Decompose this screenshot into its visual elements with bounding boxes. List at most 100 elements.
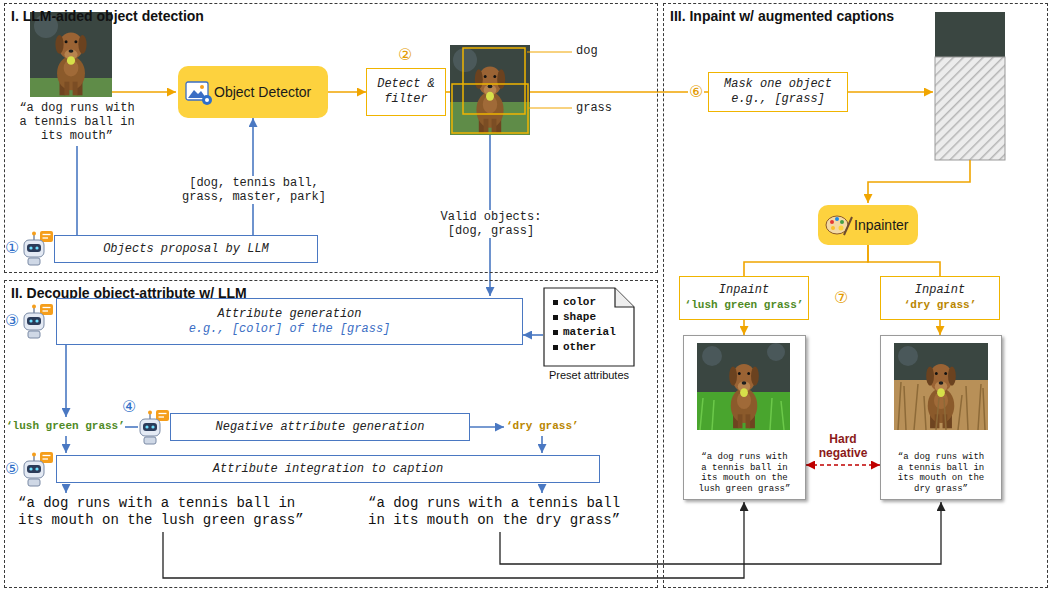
flow-line [446,91,450,93]
flow-line [65,436,67,453]
connector [523,334,543,336]
detector-icon [205,98,209,102]
inpainted-photo-dry [898,346,918,366]
llm-step-box: Objects proposal by LLM [54,235,318,263]
step-number: ④ [122,398,136,416]
panel-title: I. LLM-aided object detection [11,8,657,24]
detected-photo [475,67,505,134]
object-list: [dog, tennis ball, grass, master, park] [178,176,330,204]
llm-robot-icon [140,410,169,444]
flow-line [527,52,572,53]
augmented-caption: “a dog runs with a tennis ball in its mo… [18,495,313,529]
step-number: ② [398,46,412,64]
box-text: material [543,325,635,340]
flow-line [112,52,970,203]
panel: II. Decouple object-attribute w/ LLMAttr… [4,280,658,588]
inpainted-photo-lush [697,343,790,430]
connector [939,320,941,335]
flow-line [65,345,67,417]
box-text: Inpaint [719,283,769,298]
model-box: Object Detector [178,66,328,118]
panel: III. Inpaint w/ augmented captionsMask o… [663,3,1048,588]
detected-photo [453,48,477,72]
flow-line [541,484,543,493]
box-text: shape [543,310,635,325]
palette-icon [830,220,834,224]
inpainted-photo-dry [894,343,988,430]
box-text: Negative attribute generation [216,420,425,435]
box-text: Inpaint [915,283,965,298]
box-text: e.g., [grass] [731,92,825,107]
flow-line [76,146,78,235]
input-photo [30,12,112,97]
flow-line [112,91,176,93]
palette-icon [835,217,839,221]
step-number: ③ [5,312,19,330]
box-text: Object Detector [214,84,322,100]
llm-robot-icon [24,231,53,265]
box-text: other [543,340,635,355]
box-text: Mask one object [724,77,832,92]
step-number: ① [5,239,19,257]
process-box: Mask one objecte.g., [grass] [708,72,848,112]
process-box: Inpaint‘lush green grass’ [679,276,809,320]
step-number: ⑥ [688,83,704,101]
llm-step-box: Attribute generatione.g., [color] of the… [56,298,523,345]
model-shape [818,205,918,245]
flow-line [470,426,504,428]
flow-line [530,91,708,93]
connector [328,91,366,93]
palette-icon [839,226,844,231]
detected-photo [450,45,530,135]
flow-line [868,160,970,203]
box-text: “a dog runs with a tennis ball in its mo… [894,452,988,494]
connector [868,245,940,276]
masked-photo [935,12,1005,57]
palette-icon [840,220,844,224]
detector-icon [186,82,212,105]
box-text: Detect & filter [371,77,441,107]
box-text: Preset attributes [543,369,635,381]
masked-photo [935,12,1005,160]
valid-objects: Valid objects: [dog, grass] [425,210,557,238]
inpainted-photo-dry [898,382,985,430]
detected-photo [450,45,530,135]
model-box: Inpainter [818,205,918,245]
step-number: ⑦ [834,289,848,307]
llm-step-box: Attribute integration to caption [56,455,600,483]
document-shape [544,288,634,366]
attribute-phrase: ‘dry grass’ [506,419,579,434]
palette-icon [831,226,835,230]
box-text: e.g., [color] of the [grass] [189,322,391,337]
masked-photo [935,57,1005,160]
flow-line [541,436,543,453]
inpainted-photo-dry [926,364,956,428]
palette-icon [844,217,852,235]
connector [806,464,880,466]
inpainted-photo-lush [697,343,790,430]
detector-icon [202,95,212,105]
palette-icon [826,216,852,235]
box-text: ‘dry grass’ [904,298,977,313]
object-tag: grass [576,101,612,115]
input-photo [30,12,112,97]
detected-photo [463,48,525,114]
flow-line [848,91,933,93]
inpainted-photo-dry [894,343,988,430]
flow-line [500,502,941,564]
process-box: Inpaint‘dry grass’ [880,276,1000,320]
box-text: ‘lush green grass’ [685,298,804,313]
flow-line [65,484,67,493]
llm-step-box: Negative attribute generation [170,413,470,441]
panel-title: III. Inpaint w/ augmented captions [670,8,1047,24]
image-card: “a dog runs with a tennis ball in its mo… [683,335,806,500]
detector-icon [200,85,204,89]
inpainted-photo-lush [702,346,722,366]
detected-photo [452,84,528,133]
llm-robot-icon [24,231,169,486]
box-text: Inpainter [854,217,912,233]
input-photo [55,32,86,95]
attribute-document: colorshapematerialotherPreset attributes [543,287,635,392]
connector [743,320,745,335]
llm-robot-icon [24,304,53,338]
